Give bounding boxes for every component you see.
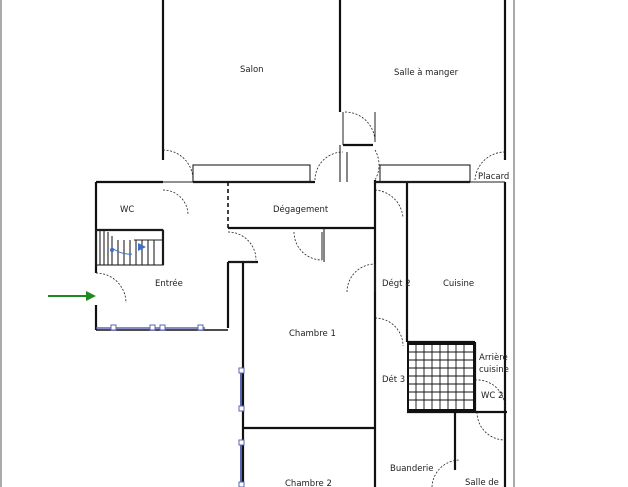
label-wc2: WC 2	[481, 391, 503, 401]
label-buanderie: Buanderie	[390, 464, 434, 474]
staircase	[95, 229, 164, 266]
label-salle-a-manger: Salle à manger	[394, 68, 459, 78]
label-salon: Salon	[240, 65, 264, 75]
doors	[95, 111, 506, 487]
label-placard: Placard	[478, 172, 509, 182]
label-entree: Entrée	[155, 278, 183, 289]
label-degt2: Dégt 2	[382, 278, 411, 289]
tile-grid	[407, 343, 475, 411]
label-arriere-cuisine-2: cuisine	[479, 365, 509, 375]
label-salle-de: Salle de	[465, 478, 499, 487]
label-chambre2: Chambre 2	[285, 479, 332, 487]
label-wc: WC	[120, 205, 134, 215]
label-cuisine: Cuisine	[443, 279, 474, 289]
label-arriere-cuisine-1: Arrière	[479, 352, 508, 363]
label-chambre1: Chambre 1	[289, 329, 336, 339]
entry-arrow-icon	[48, 291, 96, 301]
label-degt3: Dét 3	[382, 374, 405, 385]
windows	[96, 324, 245, 487]
label-degagement: Dégagement	[273, 204, 329, 215]
stair-arrow-icon	[138, 243, 146, 251]
page-frame	[0, 0, 515, 487]
room-labels: Salon Salle à manger Placard WC Dégageme…	[120, 65, 509, 487]
partitions	[163, 145, 505, 263]
